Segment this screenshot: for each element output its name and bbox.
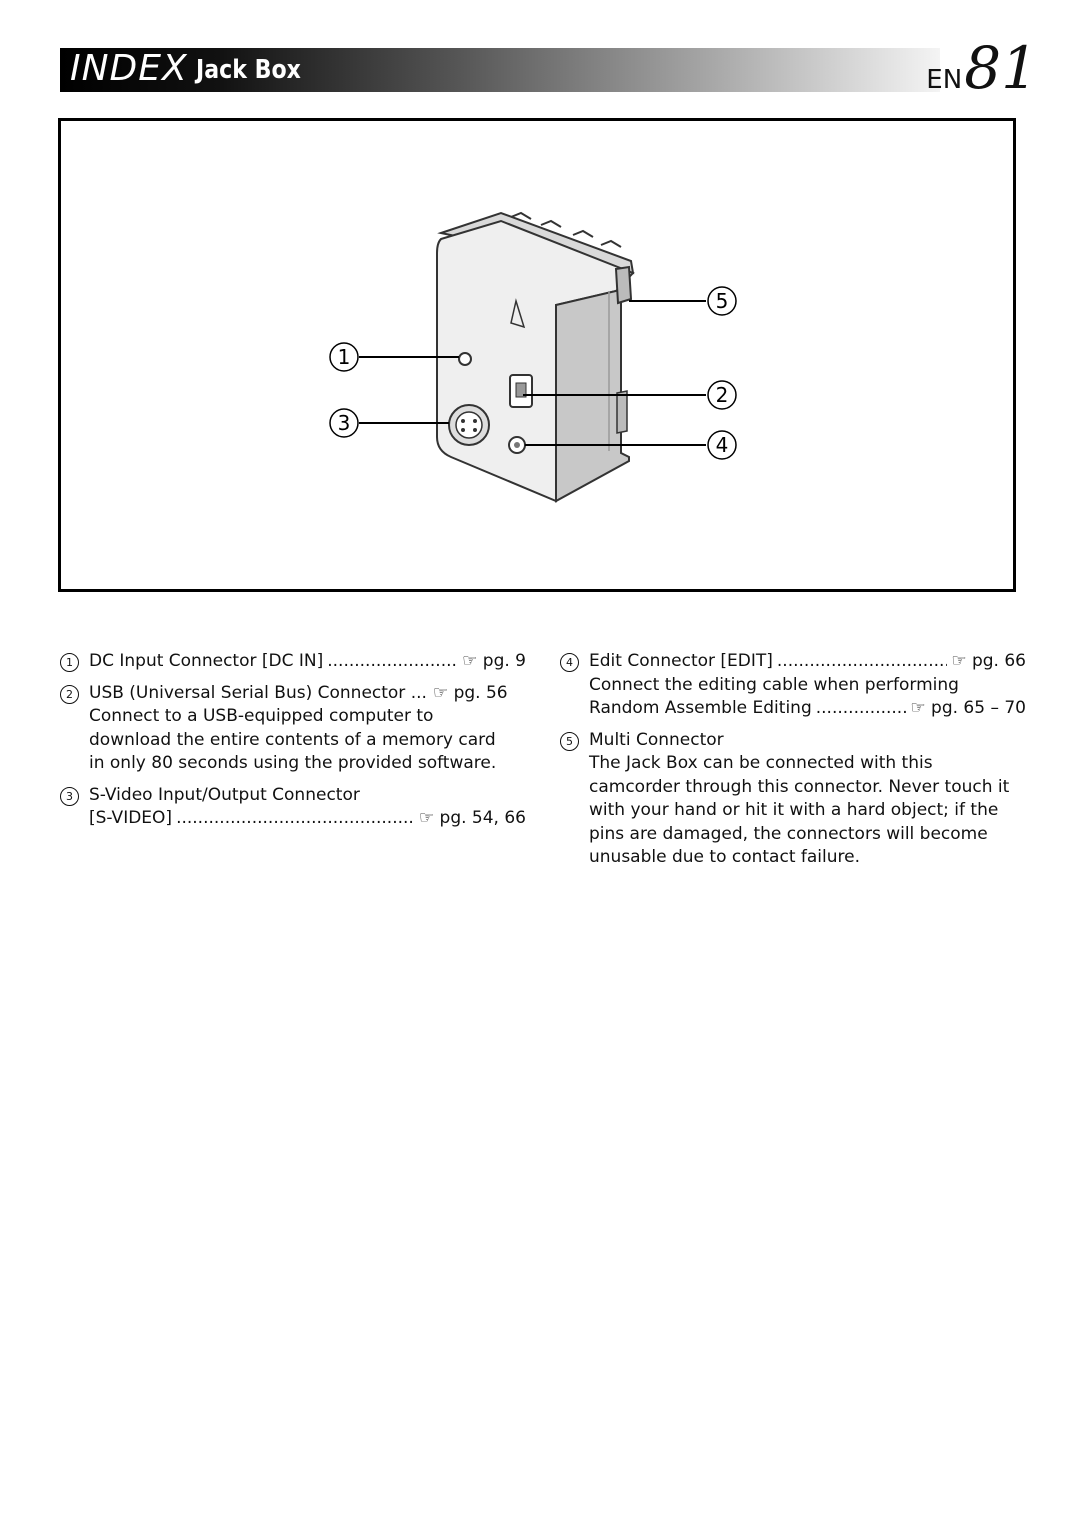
pointing-hand-icon: ☞ bbox=[462, 651, 478, 671]
legend-entry-usb: 2 USB (Universal Serial Bus) Connector .… bbox=[60, 682, 526, 776]
svg-text:5: 5 bbox=[716, 289, 729, 313]
entry-description-line: unusable due to contact failure. bbox=[589, 847, 860, 867]
callout-1: 1 bbox=[329, 342, 359, 372]
callout-5: 5 bbox=[707, 286, 737, 316]
entry-number: 4 bbox=[560, 653, 579, 672]
leader-dots bbox=[816, 697, 907, 721]
pointing-hand-icon: ☞ bbox=[432, 682, 449, 703]
entry-description-line: The Jack Box can be connected with this bbox=[589, 753, 933, 773]
page-reference: pg. 9 bbox=[482, 651, 526, 671]
entry-description-line: in only 80 seconds using the provided so… bbox=[89, 753, 497, 773]
entry-description-line: download the entire contents of a memory… bbox=[89, 729, 496, 750]
entry-title: Edit Connector [EDIT] bbox=[589, 651, 773, 671]
pointing-hand-icon: ☞ bbox=[418, 808, 435, 828]
entry-title: DC Input Connector [DC IN] bbox=[89, 651, 324, 671]
page-reference: pg. 54, 66 bbox=[439, 808, 526, 828]
svg-text:2: 2 bbox=[716, 383, 729, 407]
pointing-hand-icon: ☞ bbox=[910, 698, 926, 718]
page-prefix: EN bbox=[926, 65, 963, 95]
entry-number: 3 bbox=[60, 786, 79, 806]
entry-description-line: camcorder through this connector. Never … bbox=[589, 776, 1010, 797]
svg-text:4: 4 bbox=[716, 433, 729, 457]
entry-description-line: pins are damaged, the connectors will be… bbox=[589, 823, 988, 844]
callout-2: 2 bbox=[707, 380, 737, 410]
page-number: EN81 bbox=[926, 36, 1038, 112]
entry-number: 1 bbox=[60, 653, 79, 672]
callout-4: 4 bbox=[707, 430, 737, 460]
section-title: Jack Box bbox=[196, 55, 301, 85]
page-reference: pg. 65 – 70 bbox=[931, 698, 1026, 718]
jack-box-illustration: 1 3 5 2 4 bbox=[329, 211, 737, 503]
header-bar bbox=[60, 48, 940, 92]
legend-entry-multi: 5 Multi Connector The Jack Box can be co… bbox=[560, 729, 1026, 870]
entry-title: S-Video Input/Output Connector bbox=[89, 784, 360, 805]
entry-number: 5 bbox=[560, 731, 579, 751]
entry-title: USB (Universal Serial Bus) Connector ... bbox=[89, 682, 427, 703]
page-reference: pg. 56 bbox=[453, 682, 508, 703]
callout-3: 3 bbox=[329, 408, 359, 438]
index-heading: INDEX bbox=[70, 48, 188, 89]
entry-number: 2 bbox=[60, 684, 79, 704]
leader-dots bbox=[176, 807, 415, 831]
entry-description-line: Connect the editing cable when performin… bbox=[589, 674, 959, 695]
leader-dots bbox=[327, 650, 458, 674]
legend-left-column: 1 DC Input Connector [DC IN] ☞ pg. 9 2 U… bbox=[60, 650, 526, 839]
entry-description-line: Connect to a USB-equipped computer to bbox=[89, 706, 434, 726]
pointing-hand-icon: ☞ bbox=[951, 651, 967, 671]
page-reference: pg. 66 bbox=[971, 651, 1026, 671]
legend-right-column: 4 Edit Connector [EDIT] ☞ pg. 66 Connect… bbox=[560, 650, 1026, 878]
svg-text:3: 3 bbox=[338, 411, 351, 435]
entry-description-line: with your hand or hit it with a hard obj… bbox=[589, 800, 999, 820]
legend-entry-dc-in: 1 DC Input Connector [DC IN] ☞ pg. 9 bbox=[60, 650, 526, 674]
entry-title: Multi Connector bbox=[589, 729, 724, 750]
svg-text:1: 1 bbox=[338, 345, 351, 369]
entry-subtitle: [S-VIDEO] bbox=[89, 808, 173, 828]
legend-entry-edit: 4 Edit Connector [EDIT] ☞ pg. 66 Connect… bbox=[560, 650, 1026, 721]
figure-box: 1 3 5 2 4 bbox=[58, 118, 1016, 592]
page-number-value: 81 bbox=[964, 34, 1038, 102]
entry-description-line: Random Assemble Editing bbox=[589, 698, 812, 718]
leader-dots bbox=[777, 650, 947, 674]
legend-entry-s-video: 3 S-Video Input/Output Connector [S-VIDE… bbox=[60, 784, 526, 831]
